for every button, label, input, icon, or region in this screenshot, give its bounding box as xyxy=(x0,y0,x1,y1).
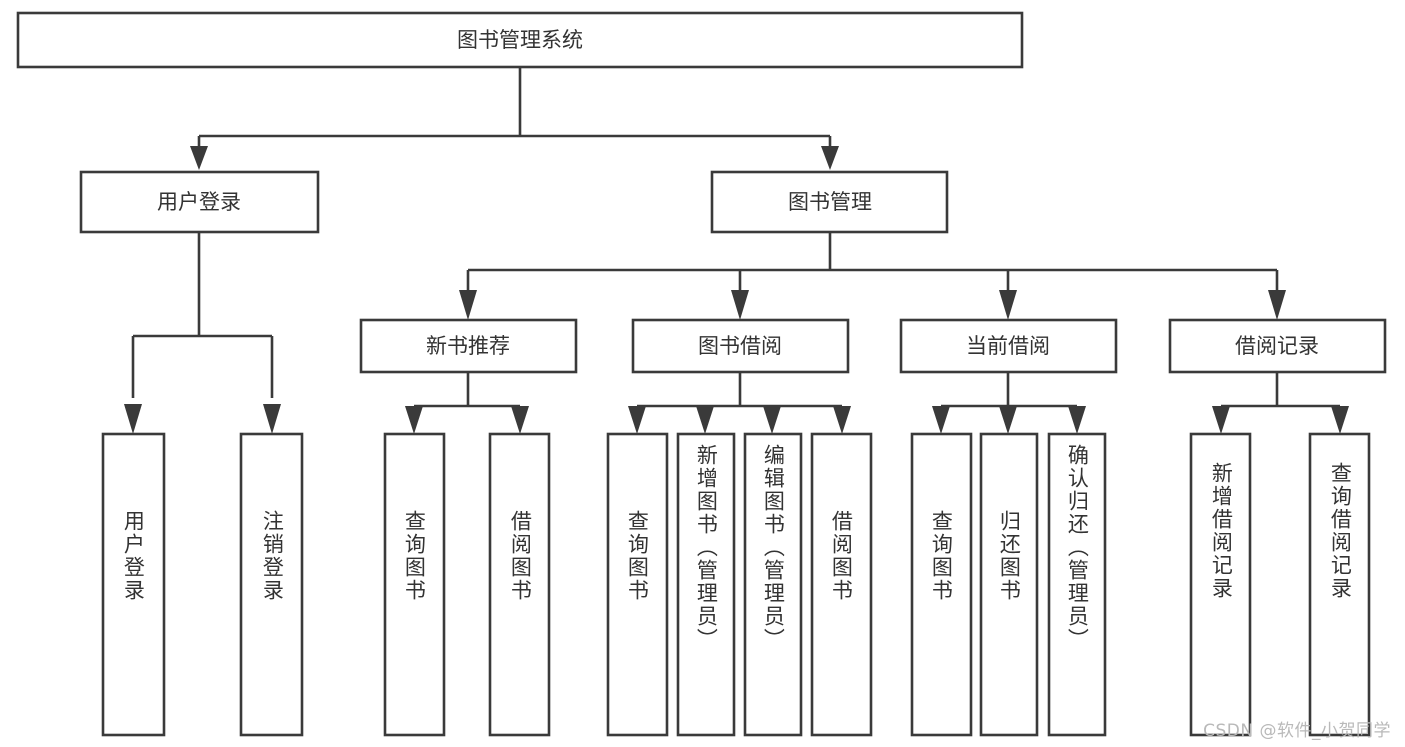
node-borrow-record[interactable]: 借阅记录 xyxy=(1168,318,1387,374)
arrow-leaf-query-book-2 xyxy=(628,406,646,434)
node-book-management[interactable]: 图书管理 xyxy=(710,170,949,234)
csdn-watermark: CSDN @软件_小贺同学 xyxy=(1203,721,1391,741)
node-user-login[interactable]: 用户登录 xyxy=(79,170,320,234)
node-current-borrow-box[interactable] xyxy=(899,318,1118,374)
arrow-leaf-add-record xyxy=(1212,406,1230,434)
connector-layer xyxy=(124,67,1349,434)
leaf-boxes-layer xyxy=(101,432,1371,737)
node-current-borrow[interactable]: 当前借阅 xyxy=(899,318,1118,374)
node-book-management-label: 图书管理 xyxy=(788,190,872,214)
leaf-borrow-book-1-box[interactable] xyxy=(488,432,551,737)
arrow-leaf-logout-login xyxy=(263,404,281,434)
arrow-leaf-user-login xyxy=(124,404,142,434)
leaf-borrow-book-2-box[interactable] xyxy=(810,432,873,737)
arrow-book-borrow xyxy=(731,290,749,320)
node-borrow-record-box[interactable] xyxy=(1168,318,1387,374)
leaf-query-book-2-box[interactable] xyxy=(606,432,669,737)
leaf-return-book-box[interactable] xyxy=(979,432,1039,737)
arrow-to-user-login xyxy=(190,146,208,170)
arrow-leaf-query-book-3 xyxy=(932,406,950,434)
node-root-label: 图书管理系统 xyxy=(457,28,583,52)
leaf-add-book-box[interactable] xyxy=(676,432,736,737)
node-book-borrow-label: 图书借阅 xyxy=(698,334,782,358)
node-user-login-box[interactable] xyxy=(79,170,320,234)
node-user-login-label: 用户登录 xyxy=(157,190,241,214)
arrow-leaf-borrow-book-1 xyxy=(511,406,529,434)
arrow-leaf-query-book-1 xyxy=(405,406,423,434)
leaf-query-book-3-box[interactable] xyxy=(910,432,973,737)
leaf-confirm-return-box[interactable] xyxy=(1047,432,1107,737)
leaf-edit-book-box[interactable] xyxy=(743,432,803,737)
node-current-borrow-label: 当前借阅 xyxy=(966,334,1050,358)
arrow-leaf-return-book xyxy=(999,406,1017,434)
arrow-borrow-record xyxy=(1268,290,1286,320)
arrow-leaf-query-record xyxy=(1331,406,1349,434)
leaf-logout-login-box[interactable] xyxy=(239,432,304,737)
arrow-leaf-edit-book xyxy=(763,406,781,434)
node-book-borrow[interactable]: 图书借阅 xyxy=(631,318,850,374)
arrow-new-book-recommend xyxy=(459,290,477,320)
node-book-borrow-box[interactable] xyxy=(631,318,850,374)
node-root-box[interactable] xyxy=(16,11,1024,69)
node-new-book-recommend-box[interactable] xyxy=(359,318,578,374)
leaf-add-record-box[interactable] xyxy=(1189,432,1252,737)
arrow-to-book-management xyxy=(821,146,839,170)
arrow-leaf-borrow-book-2 xyxy=(833,406,851,434)
leaf-query-record-box[interactable] xyxy=(1308,432,1371,737)
node-new-book-recommend-label: 新书推荐 xyxy=(426,334,510,358)
node-borrow-record-label: 借阅记录 xyxy=(1235,334,1319,358)
arrow-leaf-add-book xyxy=(696,406,714,434)
leaf-query-book-1-box[interactable] xyxy=(383,432,446,737)
arrow-leaf-confirm-return xyxy=(1068,406,1086,434)
node-new-book-recommend[interactable]: 新书推荐 xyxy=(359,318,578,374)
arrow-current-borrow xyxy=(999,290,1017,320)
node-book-management-box[interactable] xyxy=(710,170,949,234)
leaf-user-login-box[interactable] xyxy=(101,432,166,737)
node-root[interactable]: 图书管理系统 xyxy=(16,11,1024,69)
